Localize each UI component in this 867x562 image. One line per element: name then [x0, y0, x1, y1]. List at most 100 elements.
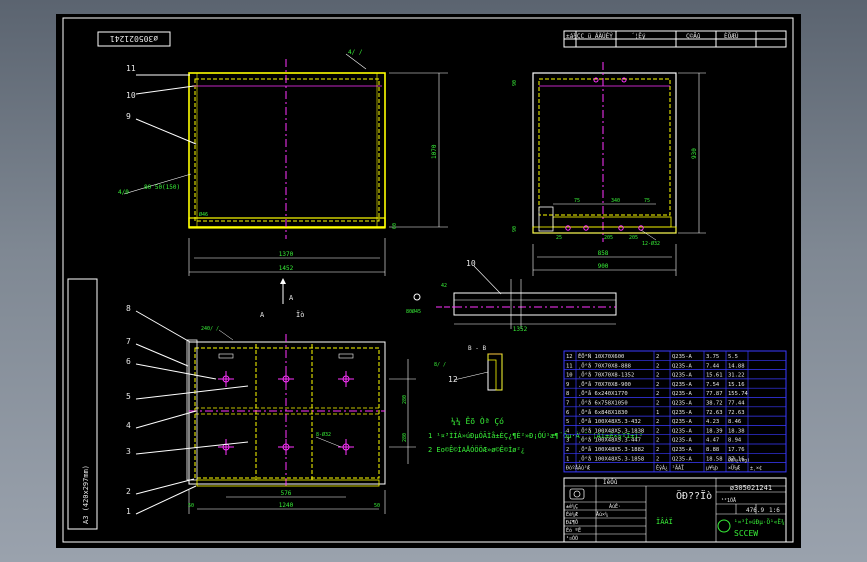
bom-cell: ¸Ö°å 6x758X1050 — [578, 400, 628, 407]
bom-header-cell: ÐòºÅ — [566, 465, 578, 472]
bom-cell: 4 — [566, 428, 570, 434]
part-label-7: 7 — [126, 337, 131, 346]
company-logo-icon — [717, 519, 731, 533]
bom-cell: 15.61 — [706, 373, 723, 379]
bom-cell: ÊÖ°Ñ 10X70X600 — [578, 352, 624, 360]
front-dim-inner: 1370 — [279, 251, 294, 258]
bom-cell: 2 — [656, 456, 659, 462]
bom-cell: ¸Ö°å 70X70X8-900 — [578, 381, 631, 388]
bom-cell: 4.47 — [706, 438, 719, 444]
bom-cell: 77.87 — [706, 391, 723, 397]
section-dim-length: 1352 — [513, 326, 528, 333]
rev-col-5: ÈÕÆÚ — [724, 32, 739, 40]
side-dim-mid-1: 75 — [574, 198, 580, 204]
drawing-canvas[interactable]: ø305021241 A3 (420x297mm) ±á¼ÇC ¸ü¸ÄÄÚÈÝ… — [56, 14, 801, 548]
bom-cell: 2 — [656, 354, 659, 360]
front-note: 80 50(150) — [144, 184, 180, 191]
bom-cell: 2 — [656, 438, 659, 444]
bom-cell: Q235-A — [672, 354, 693, 360]
rev-col-3: ´¦Êý — [631, 32, 646, 40]
bom-cell: 5.5 — [728, 354, 738, 360]
rev-col-2: ¸ü¸ÄÄÚÈÝ — [584, 32, 613, 40]
view-a-arrow-label: A — [289, 294, 294, 302]
bom-cell: 5 — [566, 419, 569, 425]
front-callout-left: 4/0 — [118, 189, 129, 196]
section-dim-left: 80Ø45 — [406, 308, 421, 315]
part-label-10: 10 — [126, 91, 136, 100]
bom-cell: Q235-A — [672, 438, 693, 444]
bom-cell: 11 — [566, 363, 573, 369]
detail-b-dim: 8/ / — [434, 362, 446, 368]
bom-cell: 8.46 — [728, 419, 741, 425]
side-dim-top: 90 — [512, 80, 518, 86]
front-dim-small: 60 — [392, 223, 398, 229]
bom-cell: 2 — [656, 382, 659, 388]
bom-cell: Q235-A — [672, 382, 693, 388]
bom-cell: 7.44 — [706, 363, 720, 369]
side-hole-note: 12-Ø32 — [642, 240, 660, 247]
side-dim-mid-3: 75 — [644, 198, 650, 204]
bom-cell: 18.39 — [706, 428, 723, 434]
bom-cell: Q235-A — [672, 363, 693, 369]
view-a-dim-partial: 576 — [281, 490, 292, 497]
bom-cell: 8.94 — [728, 438, 742, 444]
bom-cell: 8.88 — [706, 447, 719, 453]
detail-b-callout: 12 — [448, 375, 458, 384]
cad-drawing[interactable]: ø305021241 A3 (420x297mm) ±á¼ÇC ¸ü¸ÄÄÚÈÝ… — [56, 14, 801, 548]
bom-cell: ¸Ö°å 6x240X1770 — [578, 390, 628, 397]
title-block: ÍêÕû ÖÐ??Ïò ø305021241 476.9 1:6 ¹²1ÕÅ Ï… — [563, 477, 787, 543]
bom-cell: 38.72 — [706, 401, 723, 407]
tb-row-5: ¹¤ÒÕ — [566, 535, 578, 542]
view-a-arrow: A A Ïò — [260, 278, 304, 319]
view-a[interactable] — [186, 334, 386, 489]
bom-cell: 12 — [566, 354, 573, 360]
view-a-caption: Ïò — [296, 310, 304, 319]
tech-req-title: ¼¼ Êõ Òª Çó — [451, 415, 504, 426]
side-dim-bottom-row-3: 205 — [629, 235, 638, 241]
bom-cell: 72.63 — [728, 410, 745, 416]
bom-cell: Q235-A — [672, 447, 693, 453]
bom-cell: Q235-A — [672, 391, 693, 397]
view-a-hole-note: 8-Ø32 — [316, 431, 331, 438]
bom-cell: 155.74 — [728, 391, 749, 397]
bom-cell: 2 — [566, 447, 569, 453]
view-a-dim-right-h1: 280 — [402, 395, 408, 404]
bom-cell: ¸Ö°å 70X70X8-888 — [578, 362, 631, 369]
front-dia: Ø46 — [199, 211, 208, 218]
outer-border — [62, 17, 794, 543]
bom-cell: 10 — [566, 373, 573, 379]
tb-row-3: Ð£¶Ô — [566, 519, 578, 526]
section-10-view[interactable] — [413, 279, 617, 329]
bom-cell: 7 — [566, 401, 569, 407]
tb-row-1: ±ê¼Ç — [566, 503, 578, 510]
bom-cell: 2 — [656, 401, 659, 407]
bom-cell: 3.75 — [706, 354, 719, 360]
side-dim-mid-2: 340 — [611, 198, 620, 204]
part-label-1: 1 — [126, 507, 131, 516]
bom-cell: Q235-A — [672, 373, 693, 379]
bom-cell: Q235-A — [672, 428, 693, 434]
bom-cell: 72.63 — [706, 410, 723, 416]
bom-cell: ¸Ö°å 6x848X1830 — [578, 409, 628, 416]
view-a-dim-right: 50 — [374, 503, 380, 509]
bom-cell: 31.22 — [728, 373, 745, 379]
front-view[interactable] — [188, 59, 386, 239]
part-label-5: 5 — [126, 392, 131, 401]
front-dimensions: 1370 1452 1070 60 4/ / 4/0 80 50(150) Ø4… — [118, 49, 448, 276]
bom-cell: 17.76 — [728, 447, 745, 453]
tb-label-top-1: ÍêÕû — [603, 478, 618, 486]
front-callout-top: 4/ / — [348, 49, 363, 56]
bom-cell: ¸Ö°å 100X48X5.3-1882 — [578, 446, 644, 453]
front-dim-outer: 1452 — [279, 265, 294, 272]
bom-header-cell: ²ÄÁÏ — [672, 465, 684, 472]
section-10-labels: 10 42 80Ø45 1352 — [406, 259, 616, 333]
part-label-6: 6 — [126, 357, 131, 366]
view-a-dim-total: 1240 — [279, 502, 294, 509]
view-a-label: A — [260, 311, 265, 319]
view-a-dimensions: 576 1240 50 50 280 280 8-Ø32 240/ / — [188, 326, 416, 514]
tb-company-en: SCCEW — [734, 529, 758, 538]
detail-b-b[interactable]: B - B 8/ / 12 — [434, 345, 503, 391]
bom-cell: Q235-A — [672, 456, 693, 462]
bom-cell: Q235-A — [672, 410, 693, 416]
side-view[interactable] — [532, 62, 677, 242]
